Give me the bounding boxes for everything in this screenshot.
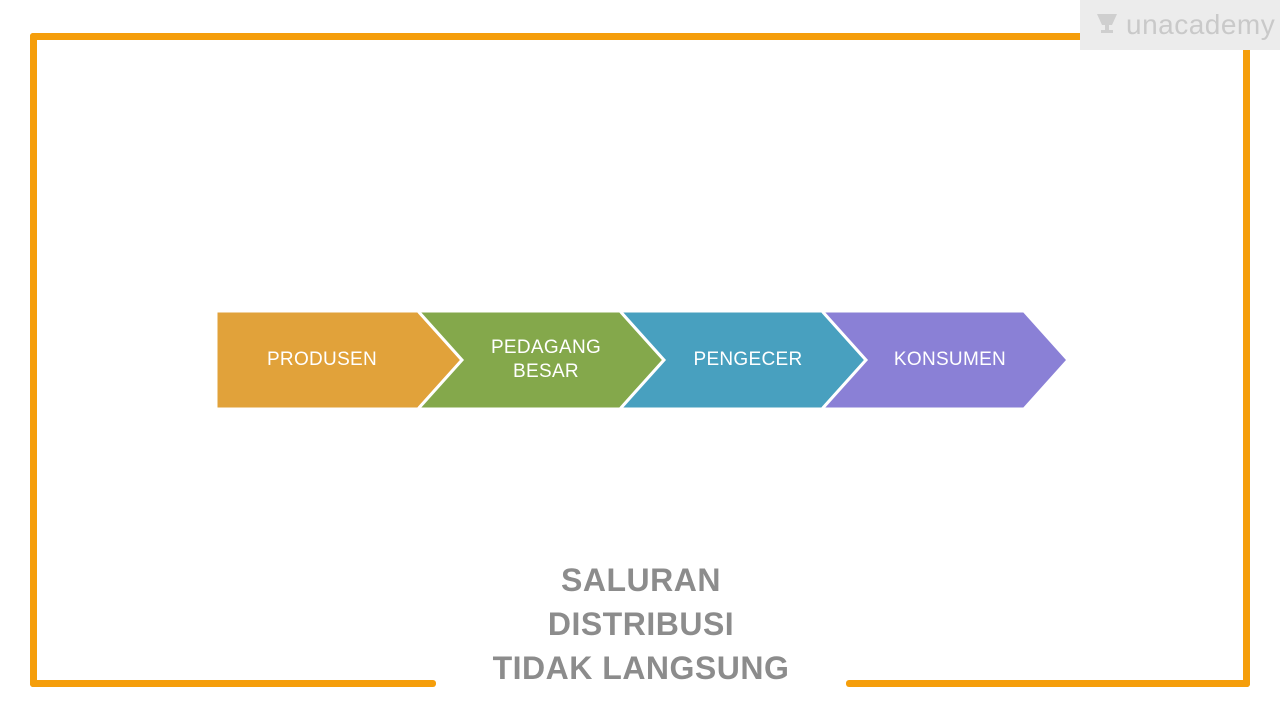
flow-step-label: KONSUMEN bbox=[866, 311, 1034, 409]
frame-left-border bbox=[30, 33, 37, 687]
chevron-shape bbox=[822, 311, 1068, 409]
flow-step-label-line: PRODUSEN bbox=[266, 349, 378, 370]
chevron-shape bbox=[418, 311, 664, 409]
flow-step-konsumen: KONSUMEN bbox=[822, 311, 1068, 409]
flow-step-label-line: BESAR bbox=[513, 361, 579, 382]
logo-text: unacademy bbox=[1126, 9, 1276, 40]
flow-step-label: PENGECER bbox=[664, 311, 832, 409]
frame-bottom-right-border bbox=[846, 680, 1250, 687]
diagram-title: SALURAN DISTRIBUSI TIDAK LANGSUNG bbox=[436, 558, 846, 690]
unacademy-watermark: unacademy bbox=[1080, 0, 1280, 50]
flow-step-label: PEDAGANG BESAR bbox=[462, 311, 630, 409]
frame-bottom-left-border bbox=[30, 680, 436, 687]
frame-right-border bbox=[1243, 33, 1250, 687]
flow-step-pedagang-besar: PEDAGANG BESAR bbox=[418, 311, 664, 409]
flow-step-pengecer: PENGECER bbox=[620, 311, 866, 409]
cup-icon bbox=[1094, 10, 1120, 41]
title-line-3: TIDAK LANGSUNG bbox=[492, 650, 790, 686]
title-line-1: SALURAN bbox=[561, 562, 721, 598]
flow-step-label-line: PEDAGANG bbox=[490, 337, 602, 358]
flow-step-label: PRODUSEN bbox=[216, 311, 428, 409]
frame-top-border bbox=[30, 33, 1250, 40]
chevron-shape bbox=[620, 311, 866, 409]
title-line-2: DISTRIBUSI bbox=[547, 606, 735, 642]
flow-step-label-line: PENGECER bbox=[693, 349, 803, 370]
flow-step-label-line: KONSUMEN bbox=[893, 349, 1007, 370]
